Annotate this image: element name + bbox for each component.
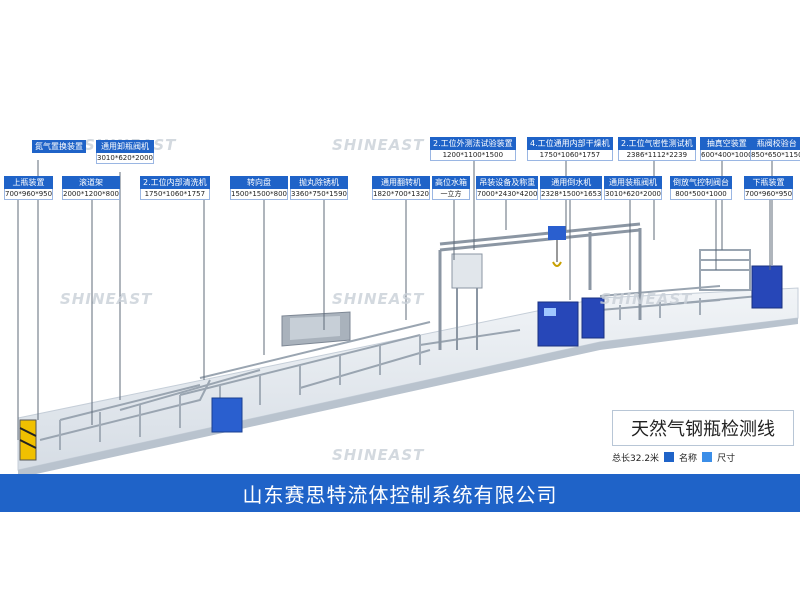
name-swatch [664,452,675,462]
total-length: 总长32.2米 [612,453,660,464]
washer-cabinet [211,397,243,433]
callout-valve-check: 瓶阀校验台 850*650*1150 [750,137,800,161]
callout-valve-unloader: 通用卸瓶阀机 3010*620*2000 [96,140,154,164]
watermark: SHINEAST [332,446,425,464]
company-banner: 山东赛思特流体控制系统有限公司 [0,474,800,512]
watermark: SHINEAST [332,290,425,308]
callout-roller-rack: 滚道架 2000*1200*800 [62,176,120,200]
callout-internal-dryer: 4.工位通用内部干燥机 1750*1060*1757 [527,137,613,161]
name-legend-label: 名称 [679,453,698,464]
size-swatch [702,452,713,462]
test-console-2 [581,297,605,339]
loading-station [19,419,37,461]
callout-vacuum: 抽真空装置 600*400*1000 [700,137,754,161]
callout-hoist-weighing: 吊装设备及称重 7000*2430*4200 [476,176,539,200]
callout-external-test: 2.工位外测法试验装置 1200*1100*1500 [430,137,516,161]
hoist [548,226,566,240]
gantry-crane [438,222,642,350]
callout-discharge-control: 倒放气控制阀台 800*500*1000 [670,176,732,200]
leader-lines [17,160,773,440]
test-console-3 [751,265,783,309]
callout-water-tank: 高位水箱 一立方 [432,176,470,200]
watermark: SHINEAST [332,136,425,154]
callout-leak-tester: 2.工位气密性测试机 2386*1112*2239 [618,137,696,161]
watermark: SHINEAST [600,290,693,308]
legend: 总长32.2米 名称 尺寸 [612,449,792,465]
callout-unloading: 下瓶装置 700*960*950 [744,176,794,200]
callout-shot-blast: 抛丸除锈机 3360*750*1590 [290,176,348,200]
callout-turntable: 转向盘 1500*1500*800 [230,176,288,200]
callout-loading: 上瓶装置 700*960*950 [4,176,54,200]
callout-nitrogen-replacement: 氮气置换装置 [32,140,86,153]
watermark: SHINEAST [60,290,153,308]
company-name: 山东赛思特流体控制系统有限公司 [242,482,558,507]
water-tank [451,253,483,289]
right-rack [699,249,751,291]
size-legend-label: 尺寸 [717,453,736,464]
callout-internal-washer: 2.工位内部清洗机 1750*1060*1757 [140,176,210,200]
callout-flipper: 通用翻转机 1820*700*1320 [372,176,430,200]
diagram-title: 天然气钢瓶检测线 [612,410,794,446]
conveyor-legs [59,298,701,450]
callout-valve-installer: 通用装瓶阀机 3010*620*2000 [604,176,662,200]
callout-water-dump: 通用倒水机 2328*1500*1653 [540,176,603,200]
